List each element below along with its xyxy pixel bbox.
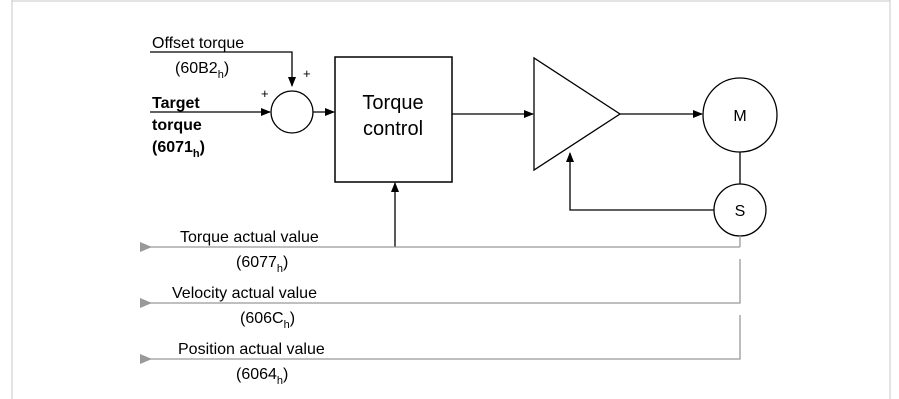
offset-torque-arrow xyxy=(150,51,296,87)
velocity-actual-value-label: Velocity actual value xyxy=(172,285,317,302)
position-actual-value-line xyxy=(140,315,741,364)
target-torque-label-line1: Target xyxy=(152,95,200,112)
position-actual-value-label: Position actual value xyxy=(178,341,325,358)
velocity-actual-value-line xyxy=(140,259,741,308)
target-torque-code: (6071h) xyxy=(152,139,205,160)
sensor-label: S xyxy=(735,203,746,220)
plus-sign-top: + xyxy=(303,66,311,81)
amplifier-triangle xyxy=(533,56,622,172)
offset-torque-label: Offset torque xyxy=(152,35,244,52)
torque-actual-value-code: (6077h) xyxy=(236,254,288,275)
sensor-feedback-arrow xyxy=(566,152,714,211)
target-torque-label-line2: torque xyxy=(152,117,202,134)
torque-control-label-line2: control xyxy=(363,118,423,140)
torque-actual-value-label: Torque actual value xyxy=(180,229,319,246)
offset-torque-code: (60B2h) xyxy=(175,60,229,81)
position-actual-value-code: (6064h) xyxy=(236,366,288,387)
summing-junction xyxy=(270,90,314,134)
torque-control-label-line1: Torque xyxy=(362,92,423,114)
plus-sign-left: + xyxy=(261,86,269,101)
motor-label: M xyxy=(733,108,746,125)
velocity-actual-value-code: (606Ch) xyxy=(240,310,295,331)
